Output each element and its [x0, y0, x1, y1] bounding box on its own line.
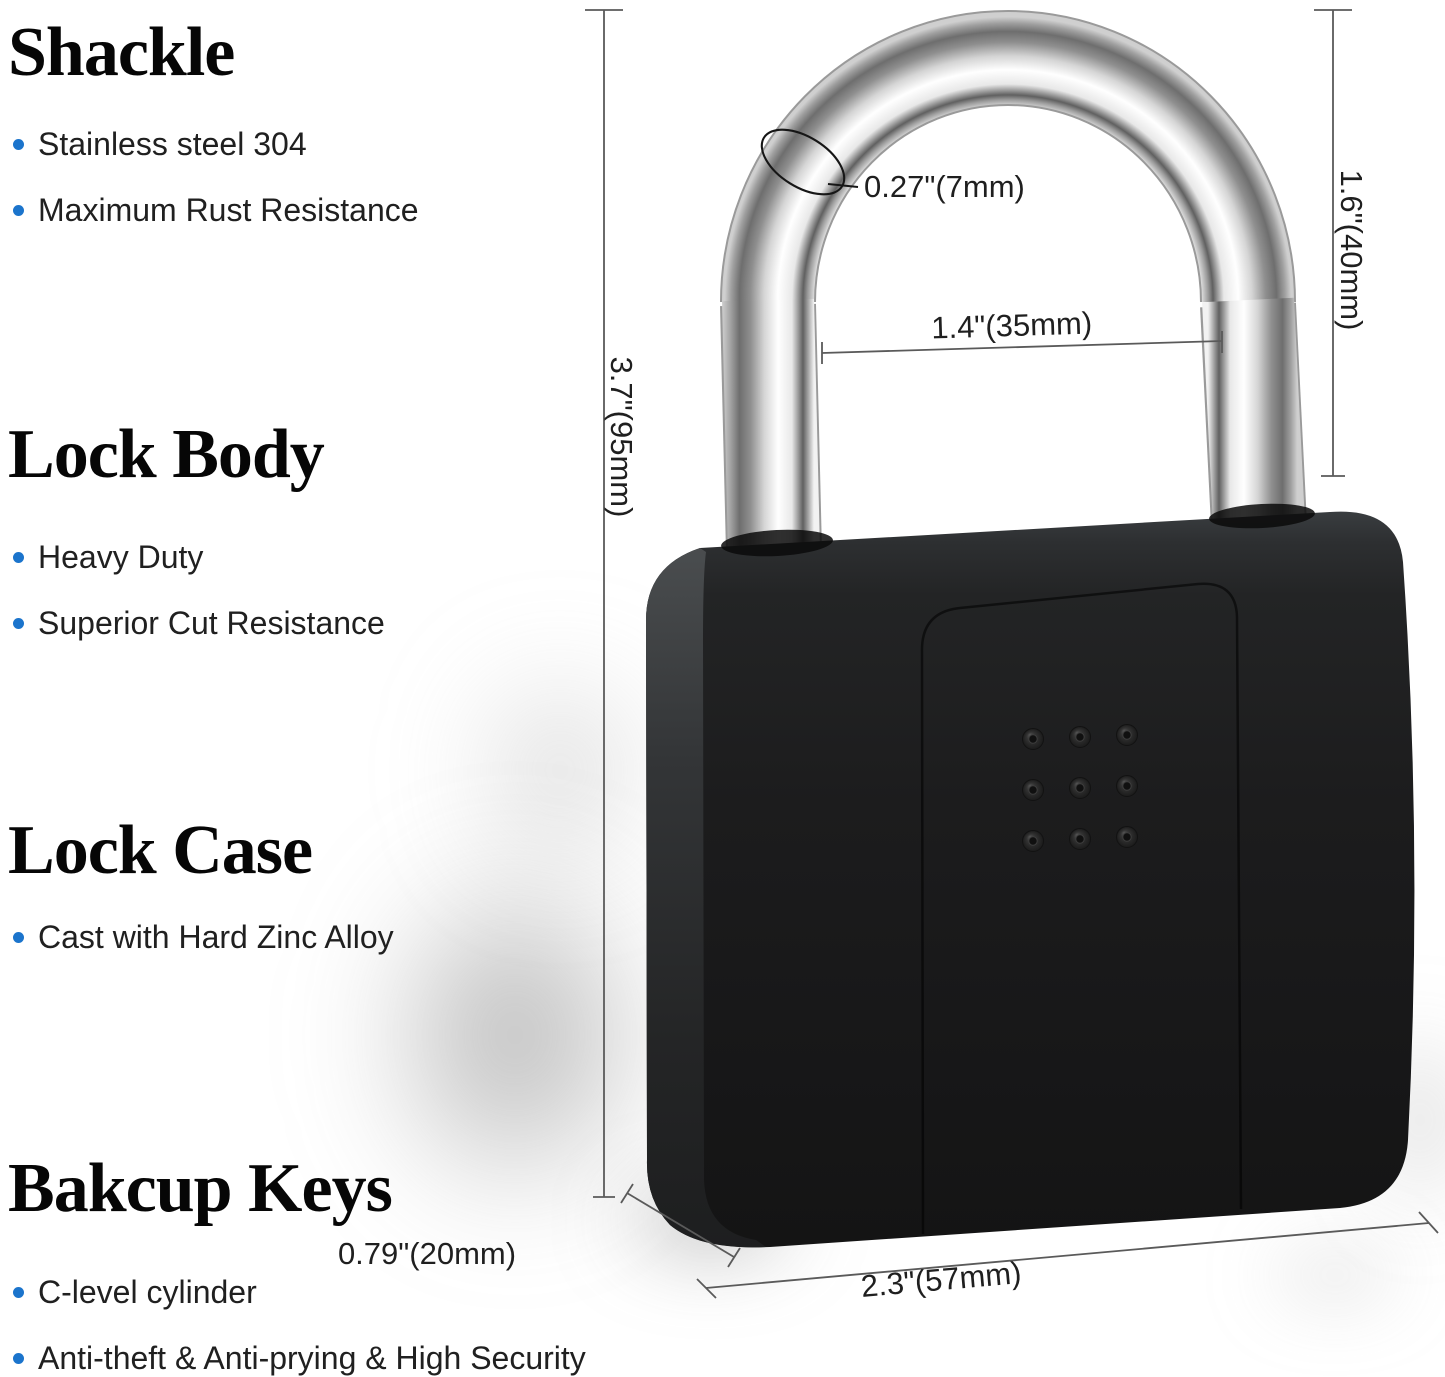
keypad-dots: [1022, 724, 1138, 852]
shackle-height-label: 1.6"(40mm): [1334, 170, 1369, 331]
feature-section-lock-case: Lock Case Cast with Hard Zinc Alloy: [8, 814, 628, 983]
feature-section-shackle: Shackle Stainless steel 304 Maximum Rust…: [8, 16, 628, 256]
list-item: C-level cylinder: [8, 1272, 628, 1312]
bullet-dot-icon: [13, 204, 24, 216]
front-door-seam: [920, 582, 1243, 1235]
bullet-text: Superior Cut Resistance: [38, 604, 385, 641]
dimension-labels: 0.27"(7mm) 1.4"(35mm) 1.6"(40mm) 3.7"(95…: [338, 169, 1369, 1304]
feature-list: Cast with Hard Zinc Alloy: [8, 917, 628, 957]
inner-width-label: 1.4"(35mm): [931, 305, 1093, 345]
keypad-dot: [1022, 779, 1044, 801]
section-heading: Lock Body: [8, 416, 325, 493]
bullet-dot-icon: [13, 931, 24, 943]
feature-section-backup-keys: Bakcup Keys C-level cylinder Anti-theft …: [8, 1152, 628, 1377]
body-width-label: 2.3"(57mm): [859, 1255, 1022, 1304]
bullet-dot-icon: [13, 617, 24, 629]
feature-section-lock-body: Lock Body Heavy Duty Superior Cut Resist…: [8, 418, 628, 669]
bullet-text: Maximum Rust Resistance: [38, 191, 419, 228]
bullet-text: Anti-theft & Anti-prying & High Security: [38, 1339, 586, 1376]
lock-body: [646, 503, 1415, 1248]
body-silhouette: [646, 511, 1415, 1248]
keypad-dot: [1022, 728, 1044, 750]
bullet-text: C-level cylinder: [38, 1273, 257, 1310]
shackle-height-dimension-line: [1314, 9, 1352, 477]
section-heading: Bakcup Keys: [8, 1150, 393, 1227]
list-item: Cast with Hard Zinc Alloy: [8, 917, 628, 957]
feature-list: Stainless steel 304 Maximum Rust Resista…: [8, 124, 628, 230]
keypad-dot: [1022, 830, 1044, 852]
list-item: Anti-theft & Anti-prying & High Security: [8, 1338, 628, 1377]
bullet-text: Stainless steel 304: [38, 125, 307, 162]
keypad-dot: [1116, 826, 1138, 848]
total-height-label: 3.7"(95mm): [604, 357, 639, 518]
total-height-dimension-line: [585, 9, 623, 1198]
depth-dimension-line: [620, 1183, 741, 1268]
feature-list: Heavy Duty Superior Cut Resistance: [8, 537, 628, 643]
bullet-dot-icon: [13, 1286, 24, 1298]
body-width-dimension-line: [696, 1211, 1439, 1299]
section-heading: Lock Case: [8, 812, 313, 889]
shackle-diameter-label: 0.27"(7mm): [864, 169, 1025, 204]
dimension-lines: [585, 9, 1439, 1299]
inner-width-dimension-line: [821, 331, 1223, 364]
section-heading: Shackle: [8, 14, 235, 91]
shackle-diameter-callout: [760, 128, 859, 196]
shackle-hole-right: [1209, 503, 1315, 529]
feature-list: C-level cylinder Anti-theft & Anti-pryin…: [8, 1272, 628, 1377]
bullet-dot-icon: [13, 1352, 24, 1364]
list-item: Maximum Rust Resistance: [8, 190, 628, 230]
shackle: [720, 10, 1308, 554]
keypad-dot: [1069, 726, 1091, 748]
body-side-face: [646, 548, 766, 1248]
list-item: Stainless steel 304: [8, 124, 628, 164]
list-item: Heavy Duty: [8, 537, 628, 577]
bullet-text: Cast with Hard Zinc Alloy: [38, 918, 394, 955]
bullet-text: Heavy Duty: [38, 538, 204, 575]
keypad-dot: [1116, 775, 1138, 797]
shackle-hole-left: [721, 529, 833, 557]
list-item: Superior Cut Resistance: [8, 603, 628, 643]
depth-label: 0.79"(20mm): [338, 1236, 516, 1271]
keypad-dot: [1069, 777, 1091, 799]
keypad-dot: [1116, 724, 1138, 746]
bullet-dot-icon: [13, 138, 24, 150]
keypad-dot: [1069, 828, 1091, 850]
bullet-dot-icon: [13, 551, 24, 563]
